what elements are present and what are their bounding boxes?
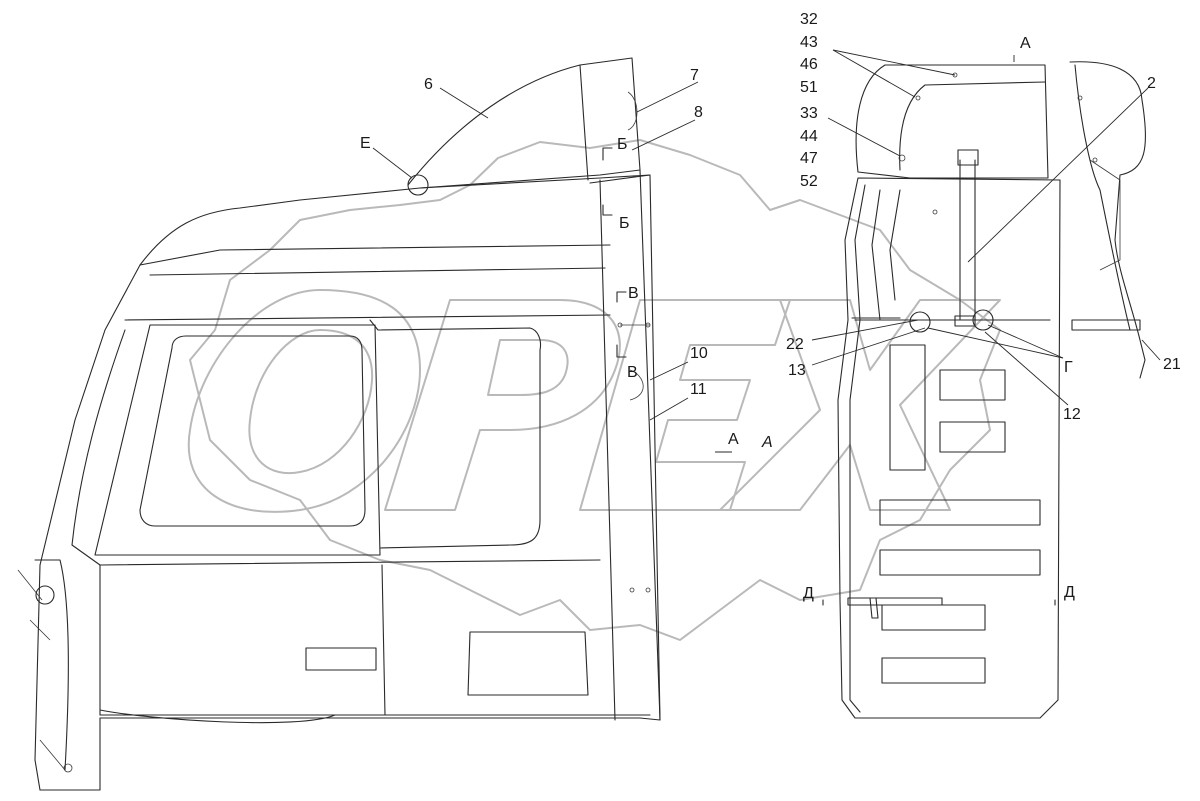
detail-g-marker-1: [909, 311, 931, 333]
leader-lines: [372, 49, 1161, 453]
door-window: [94, 324, 381, 556]
callout-13: 13: [788, 362, 806, 379]
detail-e-marker: [407, 174, 429, 196]
callout-g: Г: [1064, 359, 1073, 376]
callout-47: 47: [800, 150, 818, 167]
section-a-side: А: [728, 431, 739, 448]
section-d-left: Д: [803, 585, 814, 602]
callout-12: 12: [1063, 406, 1081, 423]
callout-7: 7: [690, 67, 699, 84]
front-cab-outline: [837, 177, 1061, 719]
watermark-letters: [187, 289, 1001, 513]
callout-43: 43: [800, 34, 818, 51]
grab-bar: [847, 597, 943, 606]
section-d-right: Д: [1064, 584, 1075, 601]
roof-deflector: [407, 57, 641, 189]
callout-10: 10: [690, 345, 708, 362]
section-b-top: Б: [617, 136, 628, 153]
callout-44: 44: [800, 128, 818, 145]
callout-32: 32: [800, 11, 818, 28]
side-panel-window: [467, 631, 589, 696]
callout-22: 22: [786, 336, 804, 353]
door-handle: [305, 647, 377, 671]
callout-2: 2: [1147, 75, 1156, 92]
section-b-bottom: Б: [619, 215, 630, 232]
section-v-bottom: В: [627, 364, 638, 381]
front-spoiler: [855, 64, 1049, 179]
callout-52: 52: [800, 173, 818, 190]
callout-51: 51: [800, 79, 818, 96]
section-v-top: В: [628, 285, 639, 302]
callout-e: Е: [360, 135, 371, 152]
callout-8: 8: [694, 104, 703, 121]
section-a-top: А: [1020, 35, 1031, 52]
section-a-side-italic: А: [761, 434, 773, 451]
side-mirror-profile: [1069, 61, 1147, 379]
cab-side-view: [17, 57, 661, 791]
callout-11: 11: [690, 381, 707, 398]
callout-labels: 6 7 8 Е Б Б В В 10 11 А А 32 43 46 51 33…: [360, 11, 1181, 602]
callout-21: 21: [1163, 356, 1181, 373]
cab-front-view: [822, 61, 1147, 719]
callout-6: 6: [424, 76, 433, 93]
callout-46: 46: [800, 56, 818, 73]
door-glass: [139, 335, 366, 527]
callout-33: 33: [800, 105, 818, 122]
watermark: [187, 139, 1001, 641]
detail-g-marker-2: [972, 309, 994, 331]
cab-outline: [34, 174, 661, 791]
watermark-gear: [189, 139, 1001, 641]
